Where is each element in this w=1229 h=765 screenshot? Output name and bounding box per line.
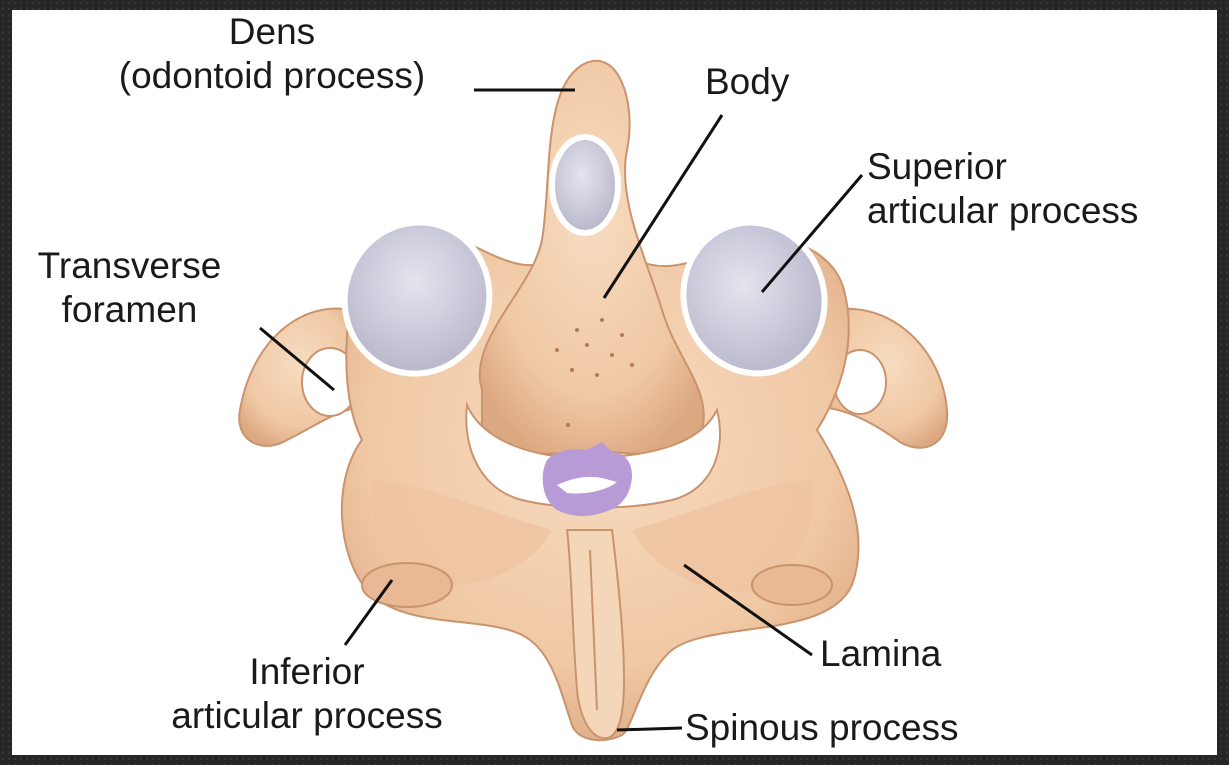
label-superior-line2: articular process [867,189,1138,233]
label-transverse-line2: foramen [12,288,247,332]
label-body: Body [705,60,789,104]
label-superior-articular-process: Superior articular process [867,145,1138,233]
label-transverse-line1: Transverse [12,244,247,288]
dens-shape [480,61,704,454]
vertebra-illustration [12,10,1217,755]
label-dens: Dens (odontoid process) [72,10,472,98]
label-inferior-articular-process: Inferior articular process [117,650,497,738]
leader-spinous [617,728,682,730]
dens-facet [552,137,618,233]
right-inferior-articular-process [752,565,832,605]
label-inferior-line2: articular process [117,694,497,738]
label-superior-line1: Superior [867,145,1138,189]
label-spinous-process: Spinous process [685,706,959,750]
label-dens-line2: (odontoid process) [72,54,472,98]
label-transverse-foramen: Transverse foramen [12,244,247,332]
label-lamina: Lamina [820,632,941,676]
diagram-panel: Dens (odontoid process) Body Superior ar… [12,10,1217,755]
label-dens-line1: Dens [72,10,472,54]
label-inferior-line1: Inferior [117,650,497,694]
